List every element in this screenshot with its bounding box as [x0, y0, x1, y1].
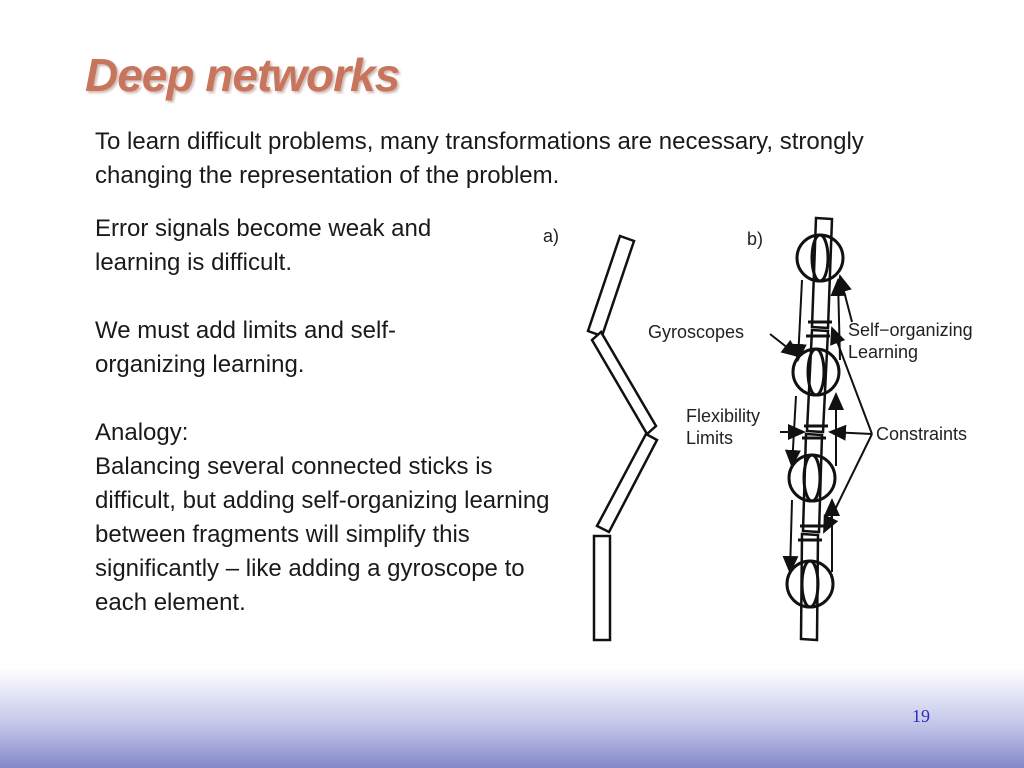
self-organizing-label-line1: Self−organizing: [848, 320, 973, 340]
stick-a4: [592, 534, 612, 642]
page-number: 19: [912, 706, 930, 726]
intro-text: To learn difficult problems, many transf…: [95, 128, 864, 189]
paragraph-analogy: Balancing several connected sticks is di…: [95, 453, 550, 616]
flexibility-label-line2: Limits: [686, 428, 733, 448]
self-organizing-label-line2: Learning: [848, 342, 918, 362]
slide-title: Deep networks: [85, 49, 400, 101]
stick-a3: [595, 432, 659, 534]
paragraph-limits: We must add limits and self-organizing l…: [95, 317, 396, 378]
stick-a2: [590, 330, 658, 436]
panel-b-label: b): [747, 229, 763, 249]
stick-a1: [586, 234, 636, 338]
paragraph-analogy-heading: Analogy:: [95, 419, 189, 446]
gyroscope-ring-1: [810, 233, 830, 283]
panel-a-label: a): [543, 226, 559, 246]
constraints-label: Constraints: [876, 424, 967, 444]
gyroscope-ring-4: [800, 559, 820, 609]
flexibility-label-line1: Flexibility: [686, 406, 760, 426]
joint-marks: [798, 320, 832, 542]
body-text: Error signals become weak and learning i…: [95, 212, 575, 620]
gyroscope-ring-2: [806, 347, 826, 397]
gyroscopes-label: Gyroscopes: [648, 322, 744, 342]
gyroscope-ring-3: [802, 453, 822, 503]
sticks-diagram: a) b): [543, 216, 973, 642]
panel-a-sticks: [586, 234, 659, 642]
constraint-arrows: [823, 326, 873, 534]
footer-gradient-band: [0, 668, 1024, 768]
paragraph-error-signals: Error signals become weak and learning i…: [95, 215, 432, 276]
sticks-figure: a) b): [540, 210, 1010, 650]
gyroscopes: [785, 233, 845, 609]
